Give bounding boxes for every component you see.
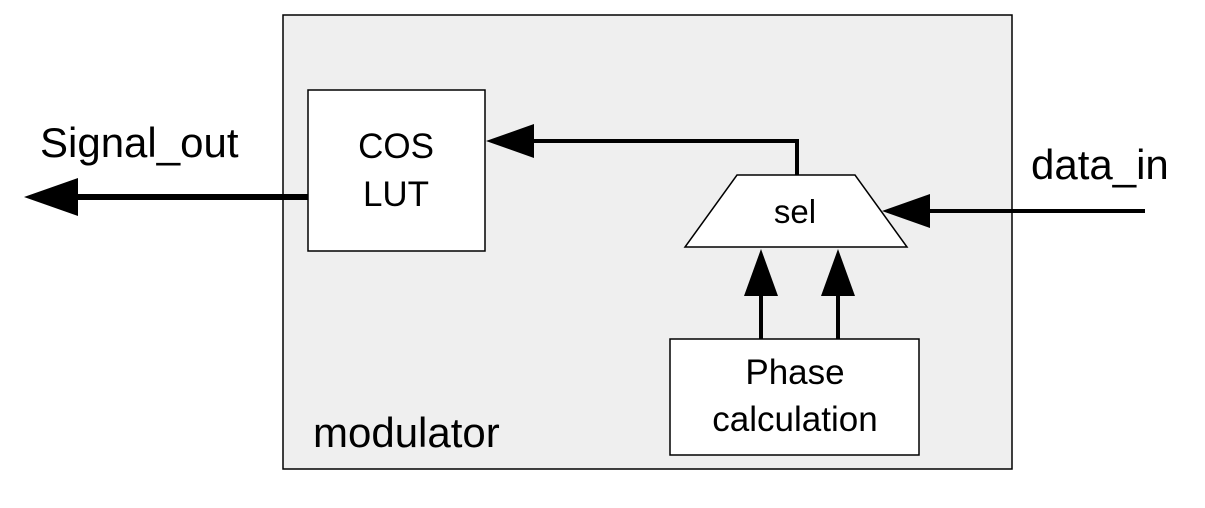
phase-calculation-label-line2: calculation [712,400,877,439]
data-in-label: data_in [1031,141,1169,188]
cos-lut-label-line1: COS [358,127,434,166]
phase-calculation-label-line1: Phase [745,353,844,392]
phase-calculation-box [669,338,920,456]
sel-to-lut-arrowhead [486,124,534,158]
signal-out-arrowhead [24,178,78,216]
phase-to-sel-arrowhead-left [744,249,778,296]
phase-to-sel-arrowhead-right [821,249,855,296]
sel-mux-shape [683,174,909,248]
data-in-arrowhead [882,194,930,228]
cos-lut-label-line2: LUT [363,175,429,214]
cos-lut-box [307,89,486,252]
modulator-label: modulator [313,409,500,456]
sel-to-lut-wire [530,139,799,175]
signal-out-label: Signal_out [40,119,239,166]
sel-label: sel [774,193,816,230]
